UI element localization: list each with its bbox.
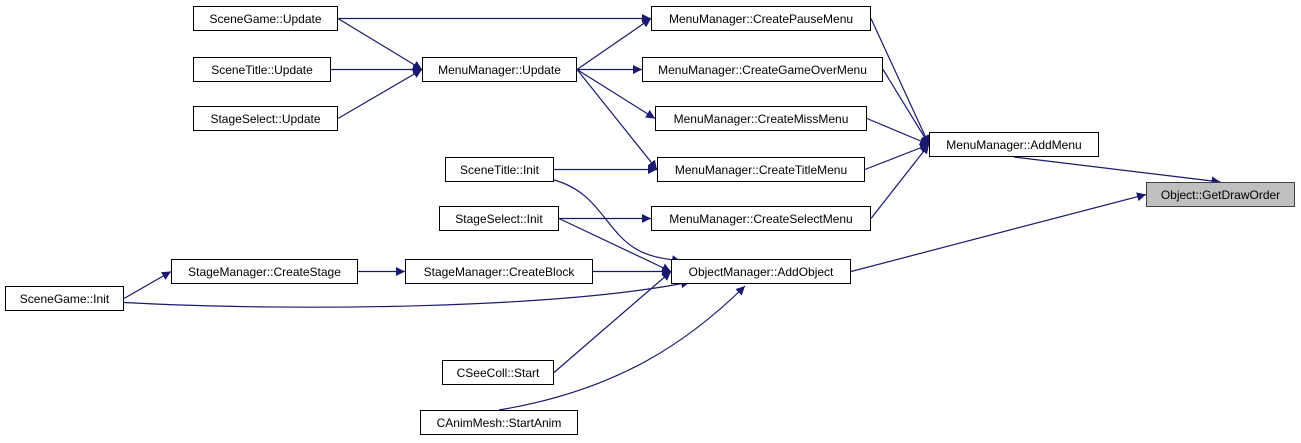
- node-scene-title-init[interactable]: SceneTitle::Init: [445, 157, 554, 182]
- node-create-game-over-menu[interactable]: MenuManager::CreateGameOverMenu: [642, 57, 883, 82]
- edge-scene-game-init-to-add-object: [123, 279, 691, 308]
- node-stage-select-update[interactable]: StageSelect::Update: [193, 106, 338, 131]
- node-menu-manager-update[interactable]: MenuManager::Update: [422, 57, 577, 82]
- node-create-select-menu[interactable]: MenuManager::CreateSelectMenu: [651, 206, 871, 231]
- edge-stage-select-update-to-menu-manager-update: [337, 68, 423, 120]
- edge-scene-game-update-to-menu-manager-update: [337, 17, 423, 71]
- node-csee-coll-start[interactable]: CSeeColl::Start: [442, 360, 554, 385]
- edge-csee-coll-start-to-add-object: [553, 271, 672, 373]
- edge-add-menu-to-get-draw-order: [1013, 156, 1221, 186]
- node-create-title-menu[interactable]: MenuManager::CreateTitleMenu: [657, 157, 865, 182]
- node-create-block[interactable]: StageManager::CreateBlock: [405, 259, 593, 284]
- edge-add-object-to-get-draw-order: [850, 192, 1147, 273]
- node-create-stage[interactable]: StageManager::CreateStage: [171, 259, 358, 284]
- edge-create-game-over-menu-to-add-menu: [882, 69, 930, 145]
- edge-scene-title-init-to-add-object: [553, 179, 682, 265]
- edge-stage-select-init-to-add-object: [558, 217, 672, 273]
- edge-scene-game-init-to-create-stage: [123, 270, 172, 300]
- node-add-menu[interactable]: MenuManager::AddMenu: [929, 132, 1099, 157]
- node-canim-mesh-start-anim[interactable]: CAnimMesh::StartAnim: [420, 410, 578, 435]
- edge-menu-manager-update-to-create-pause-menu: [576, 18, 652, 70]
- node-stage-select-init[interactable]: StageSelect::Init: [439, 206, 559, 231]
- edge-create-miss-menu-to-add-menu: [866, 117, 930, 146]
- node-create-miss-menu[interactable]: MenuManager::CreateMissMenu: [655, 106, 867, 131]
- edge-create-select-menu-to-add-menu: [870, 144, 930, 219]
- node-scene-title-update[interactable]: SceneTitle::Update: [193, 57, 331, 82]
- node-create-pause-menu[interactable]: MenuManager::CreatePauseMenu: [651, 6, 871, 31]
- node-get-draw-order: Object::GetDrawOrder: [1146, 182, 1295, 207]
- node-scene-game-update[interactable]: SceneGame::Update: [193, 6, 338, 31]
- edge-canim-mesh-start-anim-to-add-object: [498, 285, 746, 411]
- node-scene-game-init[interactable]: SceneGame::Init: [5, 286, 124, 311]
- edge-menu-manager-update-to-create-title-menu: [576, 69, 658, 170]
- edge-create-title-menu-to-add-menu: [864, 143, 930, 171]
- node-add-object[interactable]: ObjectManager::AddObject: [671, 259, 851, 284]
- edge-menu-manager-update-to-create-miss-menu: [576, 68, 656, 120]
- edge-create-pause-menu-to-add-menu: [870, 18, 930, 145]
